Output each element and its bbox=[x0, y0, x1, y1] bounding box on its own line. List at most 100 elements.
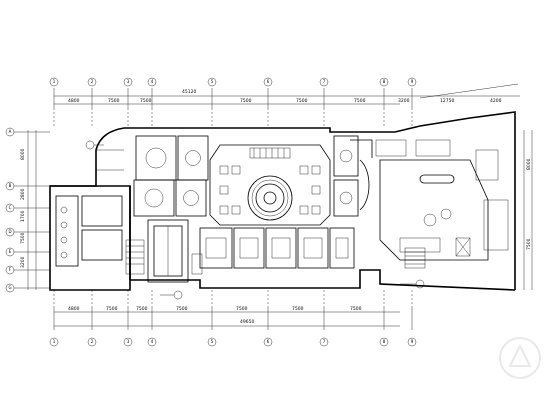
axis-bubble-bottom bbox=[319, 337, 329, 347]
dimension-label-top: 45120 bbox=[182, 89, 196, 95]
dimension-label-left: 1700 bbox=[20, 210, 26, 222]
dining-table bbox=[311, 185, 321, 195]
left-wing bbox=[55, 149, 145, 275]
private-room bbox=[133, 179, 175, 217]
outer-walls bbox=[49, 111, 516, 291]
axis-label-bottom: 1 bbox=[53, 339, 56, 344]
axis-bubble-left bbox=[5, 227, 15, 237]
private-room bbox=[175, 179, 207, 217]
dimension-label-bottom: 4800 bbox=[68, 306, 80, 312]
axis-bubble-top bbox=[49, 77, 59, 87]
dining-table bbox=[219, 205, 229, 215]
axis-bubble-bottom bbox=[379, 337, 389, 347]
axis-label-bottom: 7 bbox=[323, 339, 326, 344]
dining-table bbox=[231, 165, 241, 175]
dimension-label-bottom: 7500 bbox=[176, 306, 188, 312]
axis-bubble-top bbox=[87, 77, 97, 87]
private-rooms-bottom bbox=[199, 227, 355, 269]
axis-bubble-bottom bbox=[87, 337, 97, 347]
axis-label-top: 6 bbox=[267, 79, 270, 84]
dining-table bbox=[299, 165, 309, 175]
axis-bubble-bottom bbox=[123, 337, 133, 347]
dining-table bbox=[311, 205, 321, 215]
axis-bubble-left bbox=[5, 181, 15, 191]
private-room bbox=[297, 227, 329, 269]
private-room bbox=[333, 179, 359, 217]
axis-label-left: B bbox=[9, 183, 12, 188]
dimension-label-top: 7500 bbox=[354, 98, 366, 104]
axis-bubble-bottom bbox=[407, 337, 417, 347]
axis-bubble-left bbox=[5, 283, 15, 293]
right-dimension-chain: 8000 7500 bbox=[523, 130, 533, 290]
dimension-label-bottom: 7500 bbox=[350, 306, 362, 312]
axis-label-bottom: 9 bbox=[411, 339, 414, 344]
dining-table bbox=[311, 165, 321, 175]
dimension-label-right: 8000 bbox=[526, 158, 532, 170]
dimension-label-left: 8000 bbox=[20, 148, 26, 160]
axis-bubble-top bbox=[379, 77, 389, 87]
axis-label-top: 7 bbox=[323, 79, 326, 84]
axis-bubble-bottom bbox=[207, 337, 217, 347]
stair-core bbox=[147, 219, 203, 283]
axis-bubble-bottom bbox=[263, 337, 273, 347]
axis-label-top: 3 bbox=[127, 79, 130, 84]
dining-table bbox=[219, 165, 229, 175]
dimension-label-bottom: 7500 bbox=[236, 306, 248, 312]
axis-label-top: 2 bbox=[91, 79, 94, 84]
dimension-label-top: 4800 bbox=[68, 98, 80, 104]
private-room bbox=[233, 227, 265, 269]
axis-label-left: E bbox=[9, 249, 12, 254]
private-rooms-top bbox=[133, 135, 359, 217]
axis-label-left: G bbox=[8, 285, 11, 290]
grid-leaders bbox=[53, 108, 413, 306]
axis-bubble-left bbox=[5, 247, 15, 257]
dimension-label-left: 3200 bbox=[20, 256, 26, 268]
private-room bbox=[199, 227, 233, 269]
axis-label-top: 5 bbox=[211, 79, 214, 84]
private-room bbox=[265, 227, 297, 269]
dimension-label-top: 4200 bbox=[490, 98, 502, 104]
dimension-label-top: 7500 bbox=[108, 98, 120, 104]
axis-bubble-left bbox=[5, 265, 15, 275]
lobby bbox=[350, 139, 509, 269]
axis-bubble-left bbox=[5, 127, 15, 137]
axis-label-bottom: 8 bbox=[383, 339, 386, 344]
axis-label-top: 8 bbox=[383, 79, 386, 84]
axis-label-bottom: 6 bbox=[267, 339, 270, 344]
dining-table bbox=[219, 185, 229, 195]
dimension-label-bottom: 7500 bbox=[106, 306, 118, 312]
dimension-label-top: 3200 bbox=[398, 98, 410, 104]
watermark-logo bbox=[499, 337, 541, 379]
axis-bubble-top bbox=[123, 77, 133, 87]
central-hall bbox=[209, 144, 331, 226]
axis-label-left: A bbox=[9, 129, 12, 134]
axis-bubble-top bbox=[319, 77, 329, 87]
dimension-label-right: 7500 bbox=[526, 238, 532, 250]
dimension-label-left: 7500 bbox=[20, 232, 26, 244]
axis-label-top: 9 bbox=[411, 79, 414, 84]
private-room bbox=[135, 135, 177, 181]
bottom-total-dimension: 49650 bbox=[240, 319, 254, 325]
axis-label-top: 4 bbox=[151, 79, 154, 84]
axis-label-bottom: 2 bbox=[91, 339, 94, 344]
dimension-label-left: 2800 bbox=[20, 188, 26, 200]
private-room bbox=[177, 135, 209, 181]
axis-bubble-left bbox=[5, 203, 15, 213]
dimension-label-top: 7500 bbox=[296, 98, 308, 104]
dimension-label-top: 7500 bbox=[240, 98, 252, 104]
axis-label-bottom: 4 bbox=[151, 339, 154, 344]
axis-bubble-top bbox=[207, 77, 217, 87]
axis-bubble-top bbox=[147, 77, 157, 87]
dimension-label-bottom: 7500 bbox=[292, 306, 304, 312]
dimension-label-top: 7500 bbox=[140, 98, 152, 104]
dimension-label-top: 12750 bbox=[440, 98, 454, 104]
axis-label-top: 1 bbox=[53, 79, 56, 84]
axis-label-left: F bbox=[9, 267, 12, 272]
axis-label-bottom: 3 bbox=[127, 339, 130, 344]
axis-bubble-top bbox=[407, 77, 417, 87]
dimension-label-bottom: 7500 bbox=[136, 306, 148, 312]
dining-table bbox=[231, 205, 241, 215]
private-room bbox=[329, 227, 355, 269]
